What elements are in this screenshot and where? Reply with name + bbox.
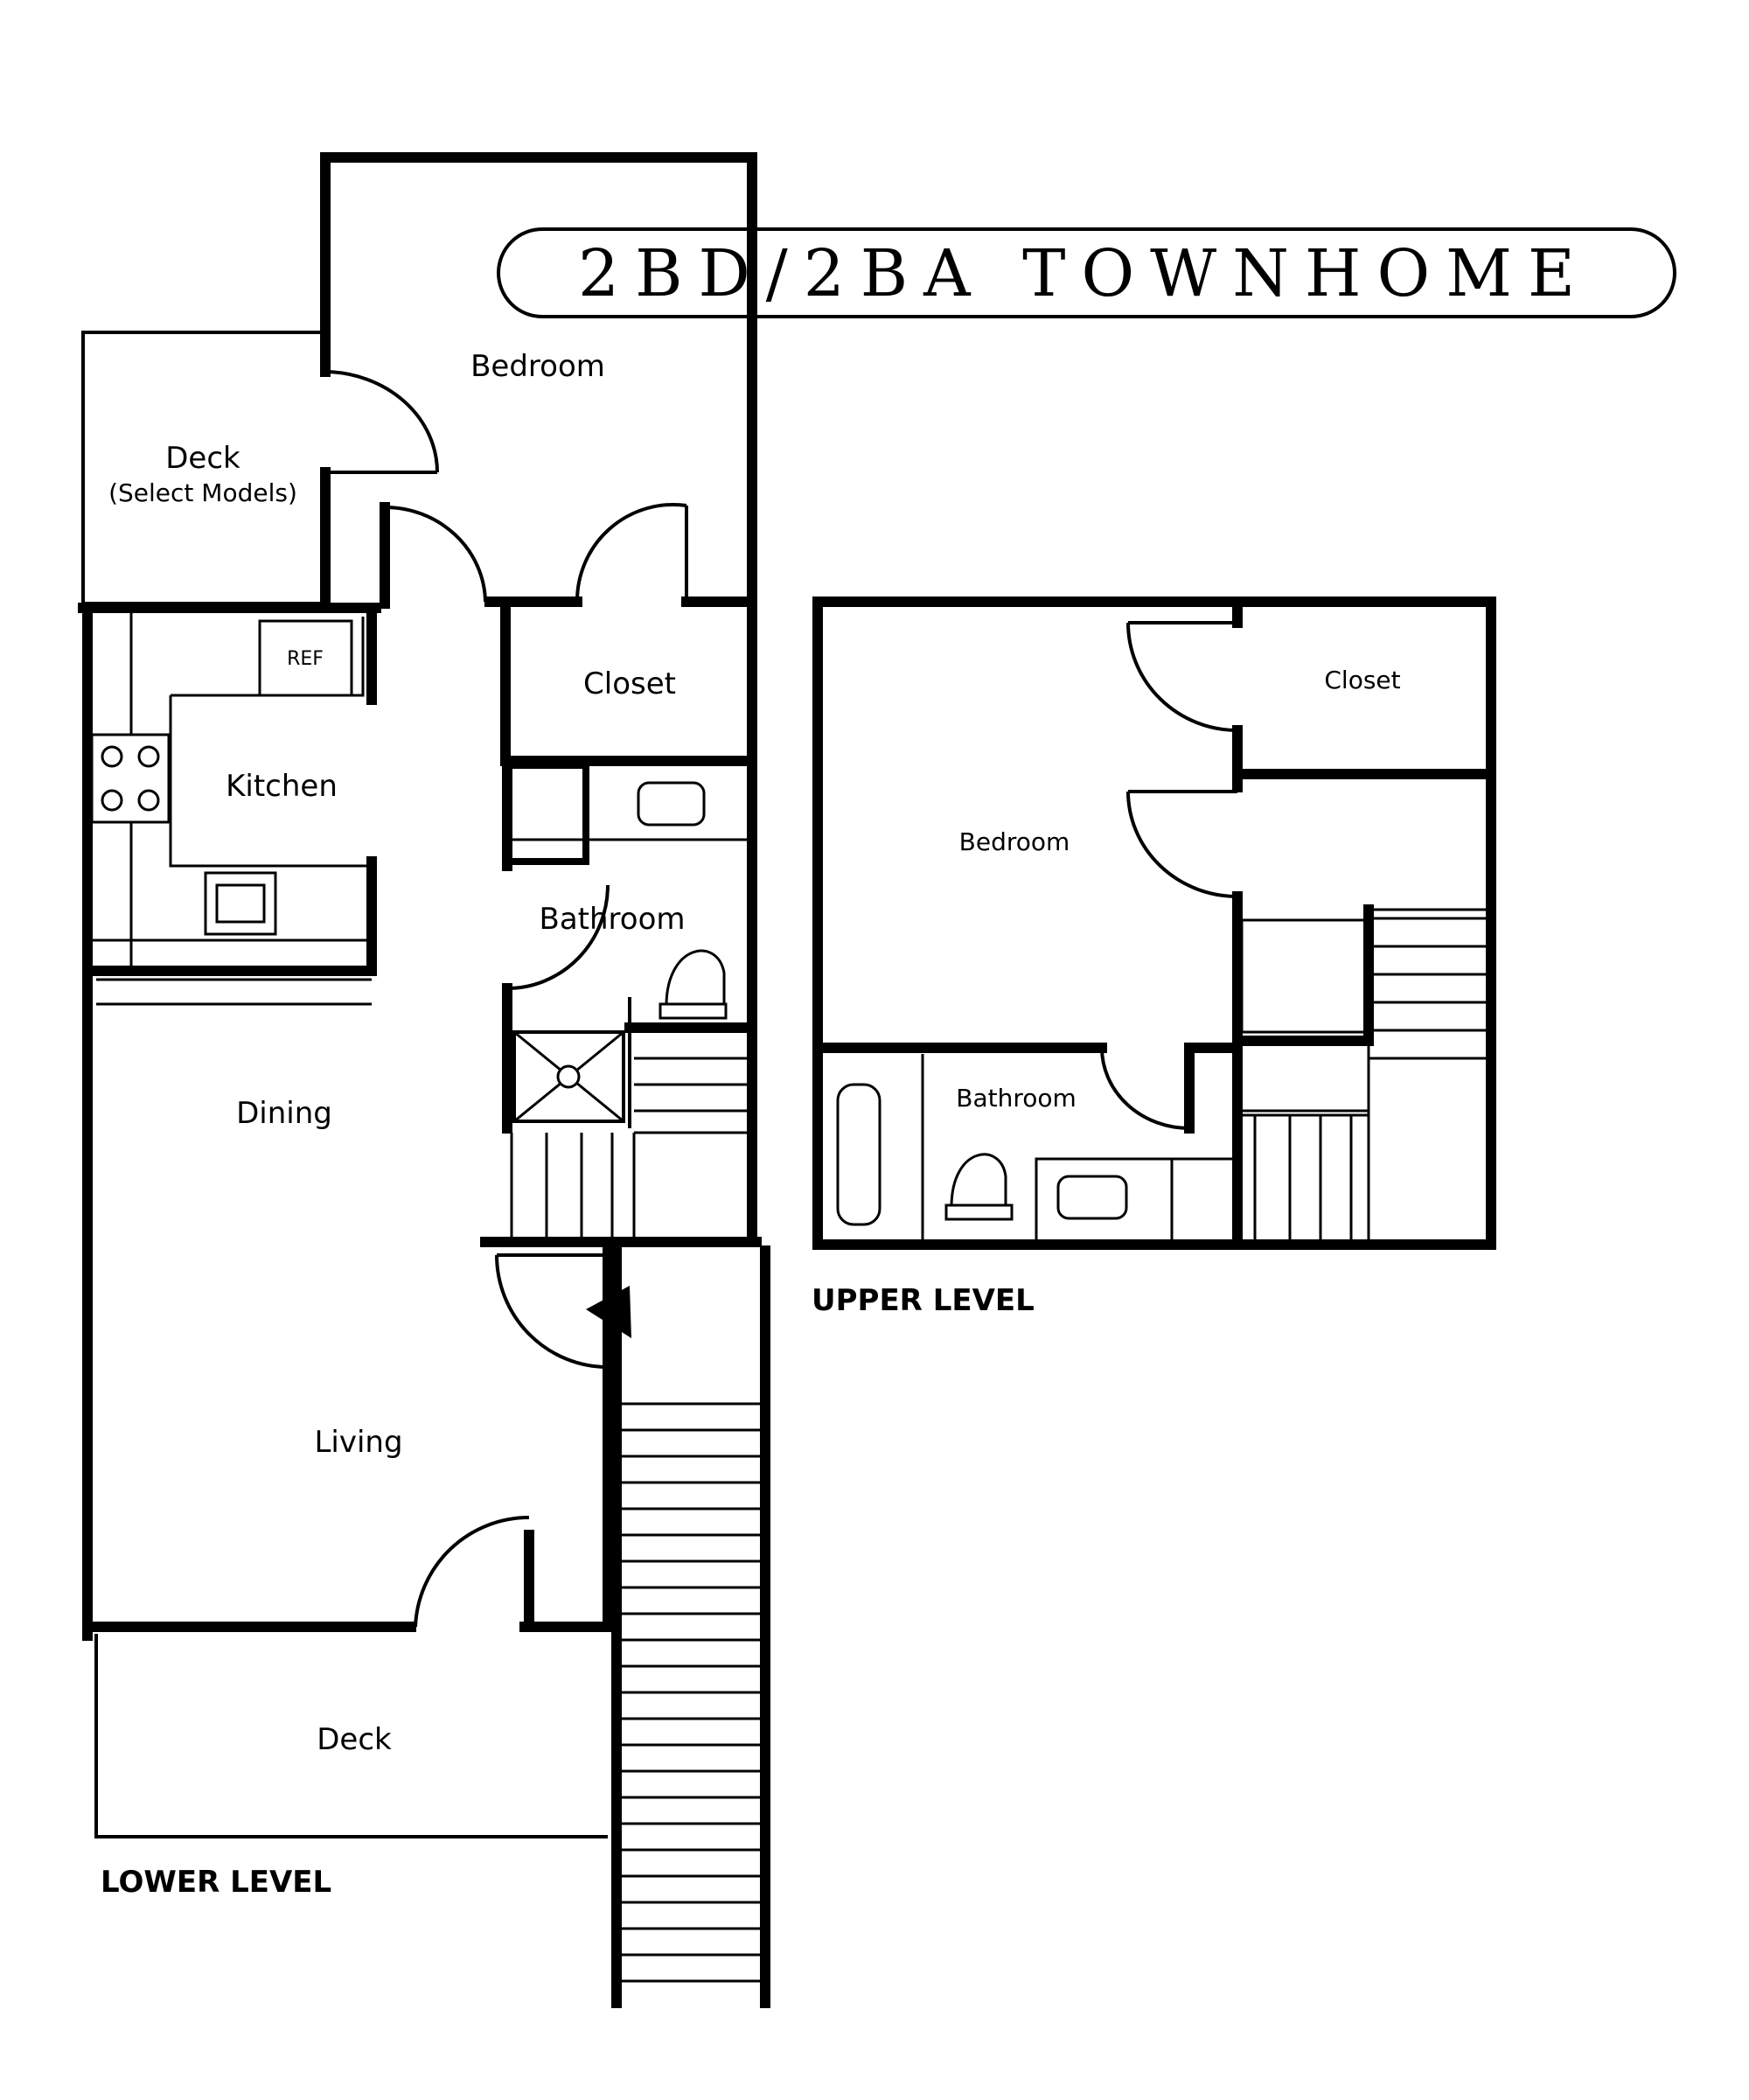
lower-closet: [500, 603, 757, 766]
upper-stairs: [1242, 908, 1487, 1240]
upper-bedroom-door: [1126, 791, 1238, 898]
kitchen-sink: [204, 871, 277, 936]
lower-bath-sink: [637, 781, 706, 827]
fridge-label: REF: [287, 648, 324, 670]
lower-stairs-upper-run: [480, 598, 762, 1247]
living-label: Living: [314, 1425, 402, 1460]
kitchen-label: Kitchen: [226, 769, 338, 804]
lower-bedroom-label: Bedroom: [470, 349, 605, 384]
front-entry-door: [414, 1516, 530, 1628]
upper-closet-label: Closet: [1324, 666, 1400, 694]
plan-title: 2BD/2BA TOWNHOME: [578, 236, 1591, 311]
upper-bedroom-door-group: [1126, 790, 1374, 1050]
lower-deck-top-note: (Select Models): [108, 478, 297, 507]
upper-toilet: [944, 1153, 1014, 1221]
bathtub: [836, 1083, 881, 1226]
lower-living-dining: [82, 1245, 631, 1632]
lower-bathroom: [502, 756, 757, 1134]
lower-level: REF: [78, 152, 770, 2008]
stair-door: [495, 1254, 609, 1369]
dining-label: Dining: [236, 1096, 332, 1131]
upper-bedroom-label: Bedroom: [959, 827, 1070, 856]
bedroom-entry-door: [384, 506, 487, 603]
lower-shower: [512, 1030, 625, 1123]
upper-bath-sink: [1056, 1175, 1128, 1220]
upper-bath-door: [1100, 1047, 1190, 1130]
upper-closet: [1126, 600, 1496, 792]
upper-level-label: UPPER LEVEL: [812, 1283, 1035, 1318]
bedroom-deck-door: [324, 370, 439, 473]
upper-bathroom: [812, 1043, 1243, 1250]
lower-toilet: [658, 949, 728, 1020]
lower-bedroom: [320, 152, 757, 609]
lower-level-label: LOWER LEVEL: [101, 1865, 331, 1900]
title-badge: 2BD/2BA TOWNHOME: [497, 227, 1676, 318]
exterior-stairs: [611, 1245, 770, 2008]
lower-deck-bottom-label: Deck: [317, 1722, 392, 1757]
lower-deck-top-label: Deck: [165, 441, 240, 476]
lower-bath-door: [506, 884, 610, 990]
bedroom-closet-door: [575, 502, 687, 603]
lower-kitchen: REF: [78, 603, 381, 1641]
lower-bathroom-label: Bathroom: [540, 902, 686, 937]
upper-closet-door: [1126, 622, 1238, 732]
lower-deck-bottom: [94, 1634, 608, 1838]
upper-bathroom-label: Bathroom: [956, 1084, 1077, 1113]
upper-level: Closet Bedroom Bathroom UPPER LEVEL: [812, 597, 1496, 1318]
stove: [90, 733, 171, 824]
lower-closet-label: Closet: [583, 666, 676, 701]
fridge: [258, 619, 353, 697]
